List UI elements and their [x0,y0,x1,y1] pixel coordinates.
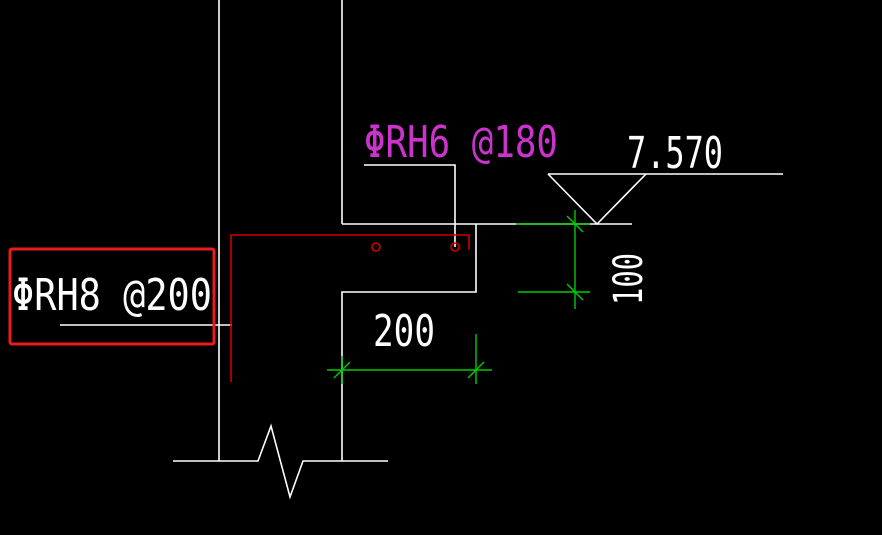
highlight-box [8,247,216,346]
dim-vertical-tick-bottom [566,283,584,301]
dim-vertical-label: 100 [606,253,652,305]
rebar-dot-left [371,242,381,252]
elevation-triangle [547,173,647,226]
rebar-secondary-label: ΦRH6 @180 [364,117,558,168]
dim-vertical-tick-top [566,215,584,233]
rebar-stirrup [230,234,470,382]
dim-horizontal-label: 200 [373,306,435,357]
dimension-group [327,210,590,384]
concrete-outline [60,0,783,500]
rebar-group [230,234,470,382]
break-line [173,423,388,500]
elevation-label: 7.570 [627,128,723,179]
dim-horizontal-tick-right [467,361,485,379]
secondary-leader-line [364,164,456,247]
dim-horizontal-tick-left [333,361,351,379]
rebar-dot-right [450,242,460,252]
rebar-main-label: ΦRH8 @200 [12,270,212,321]
